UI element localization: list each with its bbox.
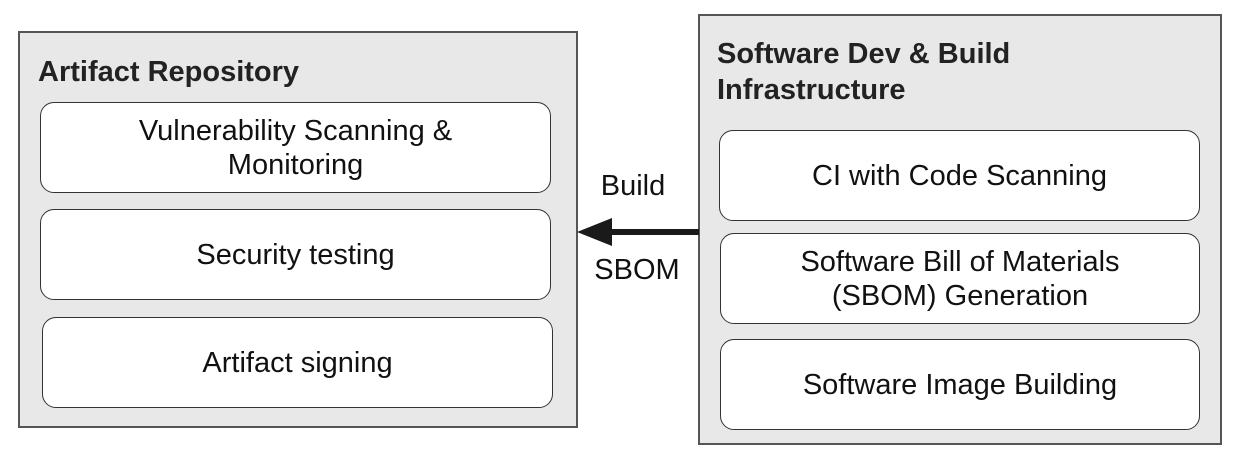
software-image-building-card: Software Image Building [720,339,1200,430]
ci-code-scanning-card: CI with Code Scanning [719,130,1200,221]
edge-label-build: Build [600,170,666,202]
arrow-head-icon [577,218,612,246]
artifact-signing-card: Artifact signing [42,317,553,408]
software-dev-build-title: Software Dev & Build Infrastructure [717,38,1011,106]
artifact-repository-title: Artifact Repository [38,56,300,88]
sbom-generation-card: Software Bill of Materials (SBOM) Genera… [720,233,1200,324]
vulnerability-scanning-card: Vulnerability Scanning & Monitoring [40,102,551,193]
edge-label-sbom: SBOM [594,254,680,286]
security-testing-card: Security testing [40,209,551,300]
